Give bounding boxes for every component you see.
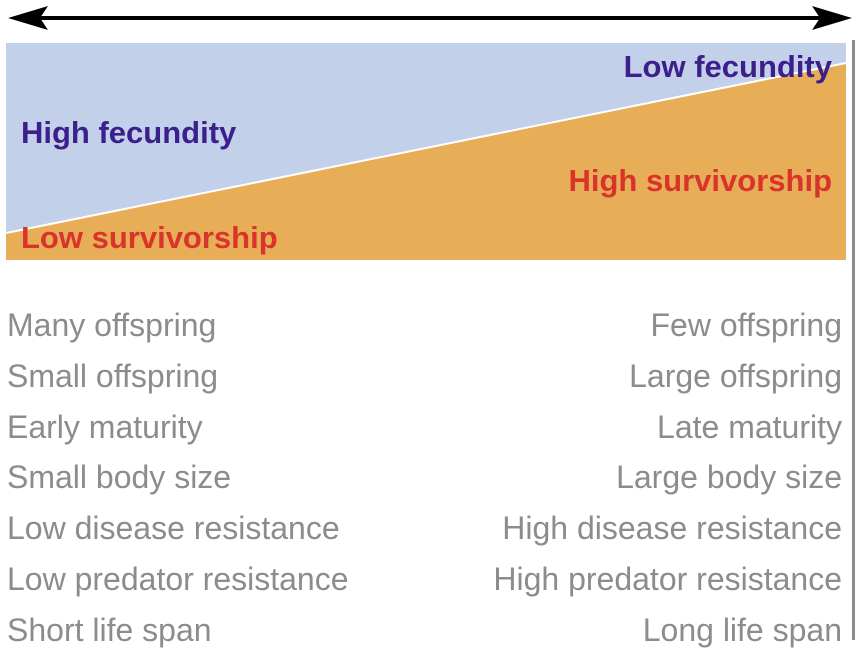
tradeoff-panel [6,43,846,260]
trait-item: Early maturity [7,408,203,445]
low-survivorship-label: Low survivorship [21,220,278,255]
trait-item: High predator resistance [493,560,842,597]
arrow-head-left [8,6,48,30]
trait-item: Large body size [616,459,842,496]
trait-item: Late maturity [657,408,842,445]
trait-item: Many offspring [7,307,217,343]
trait-item: Small body size [7,459,232,496]
left-trait-list: Many offspring Small offspring Early mat… [7,300,349,656]
trait-item: Short life span [7,611,212,648]
double-headed-arrow [8,6,852,30]
trait-item: Long life span [642,611,842,648]
high-fecundity-label: High fecundity [21,115,237,150]
high-survivorship-label: High survivorship [568,163,832,198]
trait-item: High disease resistance [502,510,842,547]
trait-item: Large offspring [629,357,842,394]
right-trait-list: Few offspring Large offspring Late matur… [493,300,842,656]
trait-item: Low disease resistance [7,510,340,547]
trait-item: Small offspring [7,357,219,394]
arrow-head-right [812,6,852,30]
right-edge-rule [852,40,855,640]
low-fecundity-label: Low fecundity [623,49,832,84]
trait-item: Low predator resistance [7,560,349,597]
tradeoff-boundary [6,62,846,234]
trait-item: Few offspring [650,307,843,343]
survivorship-region [6,63,846,260]
